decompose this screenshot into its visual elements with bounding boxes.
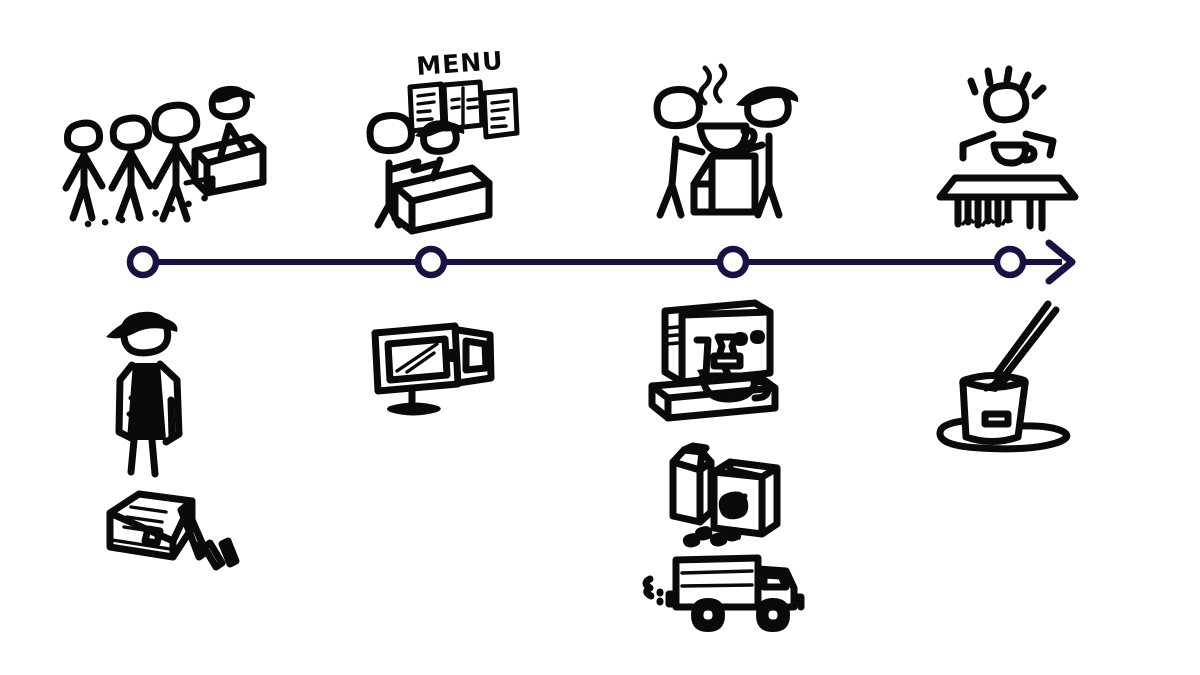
timeline-axis: [143, 239, 1076, 285]
training-manual-icon: [106, 490, 240, 571]
mop-and-bucket-icon: [936, 300, 1071, 453]
cafe-table-top: [936, 174, 1079, 201]
coffee-steam: [698, 63, 728, 106]
timeline-node-stage-1[interactable]: [126, 245, 160, 279]
seated-customer-head: [983, 82, 1030, 124]
order-counter: [391, 164, 493, 235]
delivery-truck-icon: [642, 554, 805, 632]
milk-and-coffee-beans-icon: [669, 442, 781, 548]
handover-counter-box: [690, 152, 759, 216]
coffee-cup-handover: [696, 122, 758, 156]
serving-barista-person: [731, 86, 799, 219]
menu-board-3: [481, 87, 520, 140]
queue-person-3: [151, 101, 203, 223]
happiness-rays: [967, 65, 1047, 100]
seated-customer-left-arm: [959, 130, 997, 162]
forward-arrow-icon: [1045, 239, 1076, 285]
timeline-nodes[interactable]: [126, 245, 1027, 279]
barista-serving-coffee-illustration: [653, 63, 799, 219]
seated-customer-right-arm: [1022, 130, 1057, 159]
timeline-node-stage-2[interactable]: [414, 245, 448, 279]
barista-staff-icon: [106, 311, 183, 478]
timeline-node-stage-3[interactable]: [716, 245, 750, 279]
scattered-coffee-beans: [682, 526, 742, 548]
happy-customer-seated-illustration: [936, 65, 1079, 232]
ordering-at-menu-board-illustration: MENU: [366, 46, 520, 235]
table-coffee-cup: [990, 141, 1038, 167]
cafe-table-legs: [954, 194, 1046, 232]
counter-receipt: [183, 175, 216, 195]
timeline-node-stage-4[interactable]: [993, 245, 1027, 279]
coffee-bean-bag: [710, 458, 781, 538]
menu-sign-text: MENU: [415, 46, 504, 81]
truck-exhaust-puffs: [642, 575, 664, 606]
pos-terminal-icon: [371, 322, 495, 416]
receiving-customer-person: [653, 86, 706, 219]
menu-board-2: [441, 79, 485, 132]
queue-person-2: [108, 114, 154, 222]
queue-person-1: [62, 119, 106, 222]
espresso-machine-icon: [648, 299, 779, 422]
queue-of-customers-illustration: [62, 85, 267, 228]
